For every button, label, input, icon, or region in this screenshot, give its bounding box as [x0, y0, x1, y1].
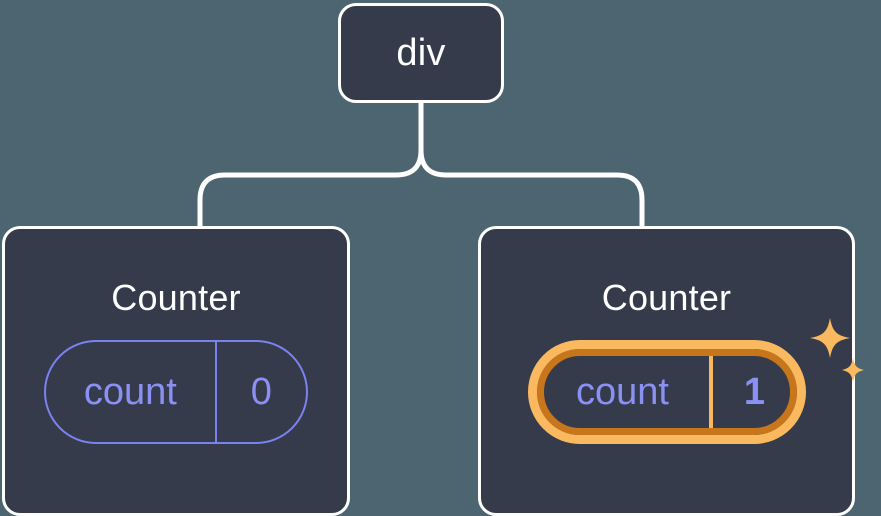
state-value-left: 0: [250, 371, 272, 413]
sparkle-large-icon: [809, 318, 850, 358]
state-pill-right[interactable]: count 1: [527, 340, 806, 444]
node-div-label: div: [396, 32, 446, 74]
sparkles-icon: [809, 318, 864, 382]
node-counter-right[interactable]: Counter count 1: [478, 226, 864, 516]
connector-right: [418, 98, 645, 231]
node-counter-left-label: Counter: [111, 277, 241, 318]
node-counter-right-label: Counter: [601, 277, 732, 318]
connector-left: [197, 98, 424, 231]
state-pill-left[interactable]: count 0: [44, 340, 308, 444]
state-key-right: count: [537, 349, 713, 435]
node-counter-left[interactable]: Counter count 0: [2, 226, 350, 516]
sparkle-small-icon: [841, 358, 864, 382]
state-key-left: count: [46, 342, 217, 442]
state-value-right: 1: [743, 371, 766, 413]
node-div[interactable]: div: [338, 3, 504, 103]
diagram-canvas: div Counter count 0 Counter count 1: [2, 3, 864, 516]
state-pill-wrapper-left: count 0: [44, 340, 308, 444]
state-pill-wrapper-right: count 1: [527, 318, 864, 444]
